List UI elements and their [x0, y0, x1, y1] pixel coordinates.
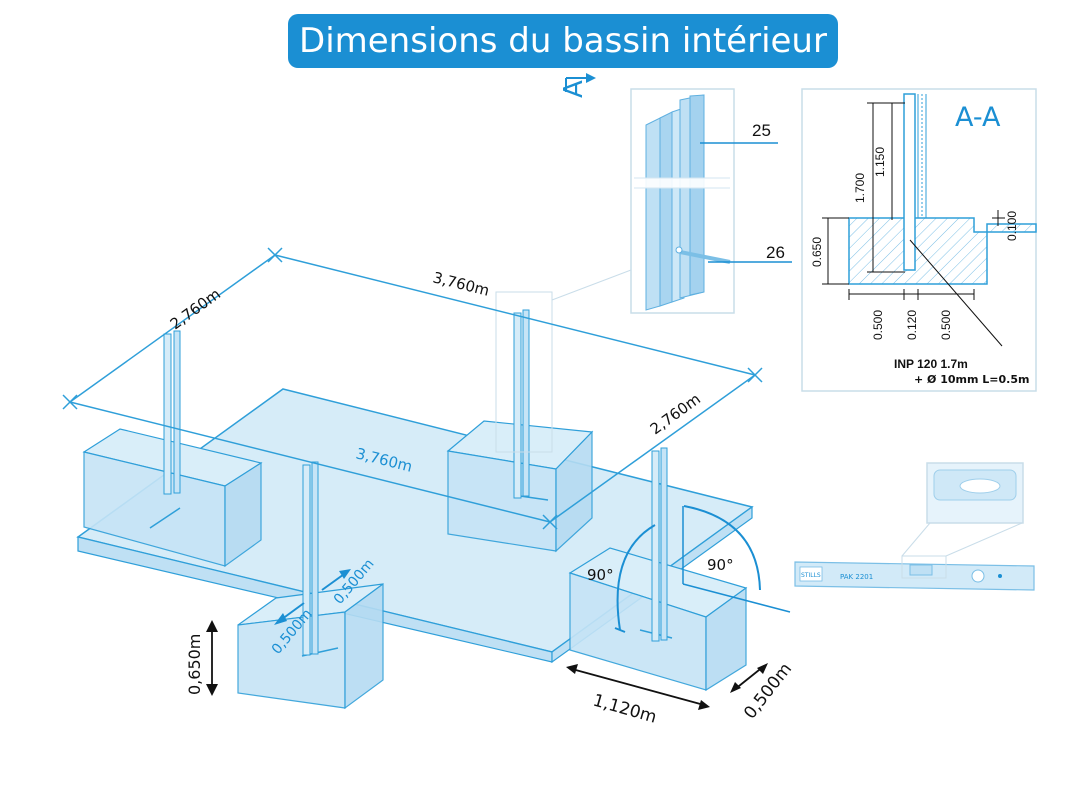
dim-right-depth: 2,760m — [647, 390, 704, 438]
dim-section-1150: 1.150 — [873, 147, 887, 177]
level-brand: STILLS — [801, 572, 821, 579]
column-detail: 25 26 — [551, 88, 792, 314]
section-title: A-A — [955, 102, 1001, 133]
dim-section-1700: 1.700 — [853, 173, 867, 203]
angle-right: 90° — [707, 556, 734, 574]
section-note-line1: INP 120 1.7m — [894, 357, 968, 371]
footing-back-left — [82, 428, 263, 568]
dim-section-width-left: 0.500 — [871, 310, 885, 340]
dim-footing-height: 0,650m — [185, 634, 204, 695]
section-aa: A-A 1.700 1.150 0.650 0.100 0.500 0.120 … — [801, 88, 1037, 392]
columns — [163, 291, 668, 656]
dim-footing-length: 1,120m — [591, 691, 659, 728]
section-note-line2: + Ø 10mm L=0.5m — [914, 373, 1029, 386]
dim-section-0100: 0.100 — [1005, 211, 1019, 241]
level-model: PAK 2201 — [840, 573, 873, 581]
section-marker: A — [559, 73, 596, 98]
dim-section-0650: 0.650 — [810, 237, 824, 267]
detail-label-profile: 25 — [752, 121, 771, 140]
dim-left-depth: 2,760m — [167, 285, 224, 333]
dim-back-width: 3,760m — [431, 268, 491, 299]
angle-left: 90° — [587, 566, 614, 584]
section-marker-label: A — [559, 80, 589, 98]
right-angle-marks: 90° 90° — [587, 505, 791, 633]
detail-label-bar: 26 — [766, 243, 785, 262]
dim-section-width-right: 0.500 — [939, 310, 953, 340]
page-title: Dimensions du bassin intérieur — [288, 14, 838, 68]
spirit-level: STILLS PAK 2201 — [794, 462, 1035, 591]
dim-section-width-mid: 0.120 — [905, 310, 919, 340]
dim-footing-width: 0,500m — [740, 659, 796, 723]
